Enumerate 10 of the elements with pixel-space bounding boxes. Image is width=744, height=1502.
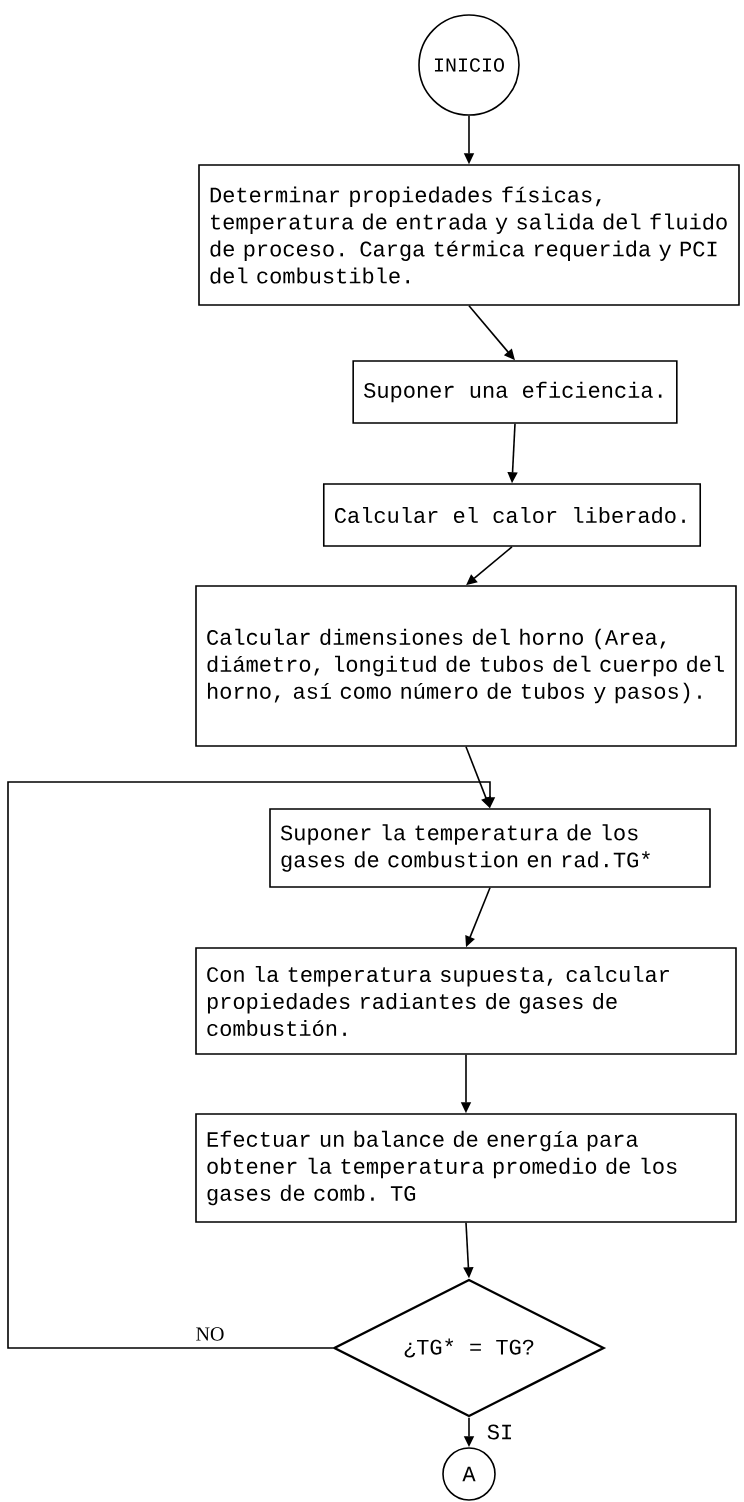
edge-label: NO: [196, 1327, 224, 1341]
arrow: [7, 781, 496, 1349]
process-box: Suponer la temperatura de los gases de combustion en rad.TG*: [269, 808, 711, 888]
edge-label: SI: [487, 1424, 511, 1440]
process-box: Calcular dimensiones del horno (Area, diámetro, longitud de tubos del cuerpo del horno, así como número de tubos y pasos).: [195, 585, 737, 747]
process-box: Determinar propiedades físicas, temperatura de entrada y salida del fluido de proceso. Carga térmica requerida y PCI del combustible.: [198, 164, 740, 306]
process-box: Calcular el calor liberado.: [322, 483, 701, 547]
process-box: Suponer una eficiencia.: [352, 360, 678, 424]
process-box: Efectuar un balance de energía para obtener la temperatura promedio de los gases de comb. TG: [195, 1113, 737, 1223]
process-box: Con la temperatura supuesta, calcular propiedades radiantes de gases de combustión.: [195, 947, 737, 1055]
